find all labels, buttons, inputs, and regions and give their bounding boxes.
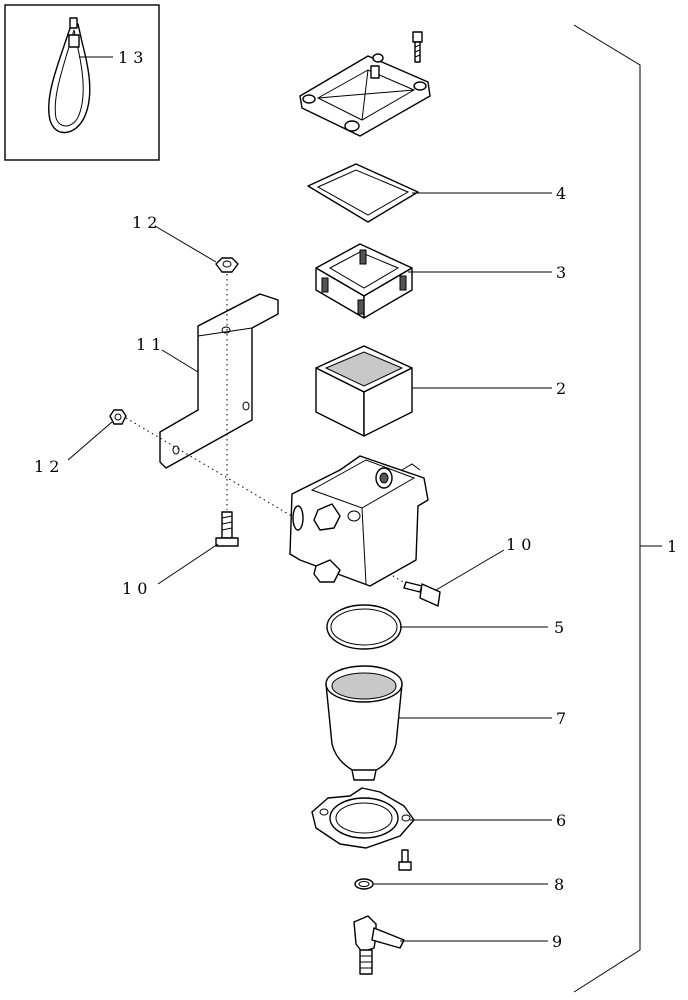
- label-10-right: 1 0: [506, 535, 531, 554]
- label-2: 2: [556, 379, 566, 398]
- label-1: 1: [667, 537, 677, 556]
- label-5: 5: [554, 618, 564, 637]
- o-ring-part-5: [326, 604, 402, 650]
- label-10-left: 1 0: [122, 579, 147, 598]
- filter-element-part-2: [315, 345, 413, 437]
- bracket-part-11: [159, 293, 279, 469]
- filter-head: [289, 455, 429, 587]
- bolt-part-10-right: [403, 581, 441, 607]
- bowl-ring-part-6: [311, 787, 415, 849]
- label-7: 7: [556, 709, 566, 728]
- label-3: 3: [556, 263, 566, 282]
- label-4: 4: [556, 184, 566, 203]
- small-screw: [398, 849, 412, 871]
- label-8: 8: [554, 875, 564, 894]
- element-holder-part-3: [315, 243, 413, 319]
- label-12-top: 1 2: [132, 213, 157, 232]
- bowl-part-7: [325, 665, 403, 781]
- label-12-left: 1 2: [34, 457, 59, 476]
- label-11: 1 1: [136, 335, 161, 354]
- assembly-bracket: 1: [573, 24, 677, 993]
- label-9: 9: [552, 932, 562, 951]
- drain-valve-part-9: [353, 915, 405, 975]
- top-screw: [412, 31, 423, 63]
- washer-part-8: [354, 878, 374, 890]
- gasket-part-4: [307, 163, 419, 223]
- bolt-part-10-left: [215, 511, 239, 547]
- label-13: 1 3: [118, 48, 143, 67]
- label-6: 6: [556, 811, 566, 830]
- inset-box: 1 3: [4, 4, 160, 161]
- nut-part-12-top: [215, 257, 239, 273]
- strap-part-13: [48, 17, 91, 134]
- top-cover: [299, 53, 431, 137]
- nut-part-12-left: [109, 409, 127, 425]
